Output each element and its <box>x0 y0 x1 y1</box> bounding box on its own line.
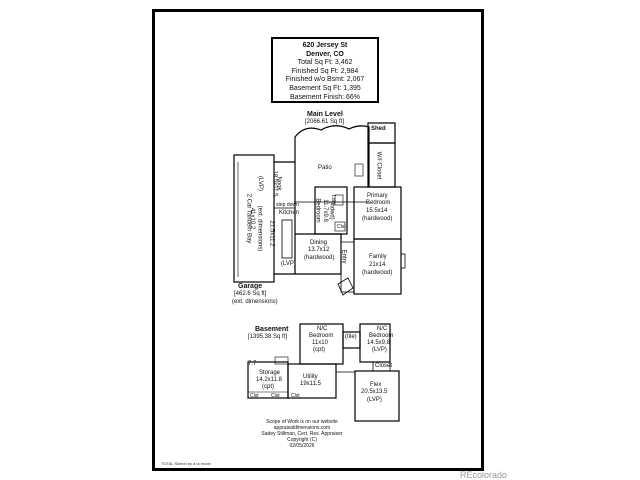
nc-bedroom-2-floor: (LVP) <box>372 347 387 353</box>
info-total: Total Sq Ft: 3,462 <box>297 59 353 67</box>
laundry-label: Ldry <box>329 195 336 205</box>
family-dimensions: 21x14 <box>369 262 386 268</box>
kitchen-island <box>281 219 293 259</box>
garage-note: (ext. dimensions) <box>232 299 278 305</box>
city-line: Denver, CO <box>306 50 344 58</box>
info-basement-finish: Basement Finish: 66% <box>289 93 361 101</box>
nc-bedroom-2-label: N/C <box>377 326 388 332</box>
flex-outline <box>354 370 400 422</box>
entry-label: Entry <box>340 249 347 264</box>
bedroom-closet-label: Clst <box>337 224 346 230</box>
info-finished: Finished Sq Ft: 2,984 <box>291 67 359 75</box>
family-label: Family <box>369 254 387 260</box>
floorplan-drawing <box>233 122 406 422</box>
dining-label: Dining <box>310 240 328 246</box>
garage-bay-dimensions: 41x10.2 <box>249 207 256 230</box>
family-floor: (hardwood) <box>362 270 393 276</box>
footer-line-3: Sadey Stillman, Cert. Res. Appraiser <box>261 431 343 437</box>
footer-line-2: appraisaldimensions.com <box>273 425 331 431</box>
info-basement: Basement Sq Ft: 1,395 <box>289 84 361 92</box>
primary-bedroom-sublabel: Bedroom <box>366 200 391 206</box>
address-line: 620 Jersey St <box>302 42 348 49</box>
basement-walls <box>247 323 400 422</box>
entry-porch <box>337 277 354 296</box>
utility-closet: Clst <box>291 393 300 399</box>
flex-floor: (LVP) <box>367 397 382 403</box>
dining-floor: (hardwood) <box>304 255 335 261</box>
basement-title: Basement <box>255 326 289 333</box>
flex-dimensions: 20.5x13.5 <box>361 389 388 395</box>
kitchen-dimensions: 21.5x11.2 <box>268 220 275 247</box>
nc-bedroom-2-sublabel: Bedroom <box>369 333 394 339</box>
primary-bedroom-dimensions: 15.5x14 <box>366 208 388 214</box>
main-level-walls <box>233 122 406 296</box>
garage-bay-note: (ext. dimensions) <box>256 205 263 252</box>
bedroom-label: Bedroom <box>314 198 321 223</box>
shed-label: Shed <box>371 126 386 132</box>
sketch-credit: TOTAL Sketch by a la mode <box>161 461 211 466</box>
appraiser-footer: Scope of Work is on our website appraisa… <box>237 419 367 449</box>
bath-floor: (tile) <box>345 334 357 340</box>
storage-floor: (cpt) <box>262 384 274 390</box>
patio-outline <box>294 125 370 187</box>
primary-bedroom-label: Primary <box>367 193 388 199</box>
kitchen-nook-outline <box>274 161 296 275</box>
ceiling-height-label: 7.7 <box>248 361 257 367</box>
nook-floor: (LVP) <box>256 176 263 191</box>
garage-title: Garage <box>238 283 263 290</box>
utility-dimensions: 19x11.5 <box>300 381 321 387</box>
utility-label: Utility <box>303 374 318 380</box>
storage-dimensions: 14.2x11.8 <box>256 377 282 383</box>
nc-bedroom-1-label: N/C <box>317 326 328 332</box>
floorplan-sheet: 620 Jersey St Denver, CO Total Sq Ft: 3,… <box>152 9 484 471</box>
property-info-box: 620 Jersey St Denver, CO Total Sq Ft: 3,… <box>271 37 379 103</box>
garage-area: [462.6 Sq ft] <box>234 291 267 297</box>
main-level-area: [2066.61 Sq ft] <box>305 119 345 125</box>
footer-line-5: 02/05/2026 <box>289 443 315 449</box>
storage-closet-1: Clst <box>250 393 259 399</box>
nook-dimensions: 18.5x11.5 <box>271 170 278 197</box>
garage-outline <box>233 154 275 283</box>
nc-bedroom-1-floor: (cpt) <box>313 347 325 353</box>
kitchen-label: Kitchen <box>279 210 300 216</box>
primary-bedroom-floor: (hardwood) <box>362 216 393 222</box>
utility-outline <box>287 363 337 399</box>
nc-bedroom-1-dimensions: 11x10 <box>312 340 328 346</box>
info-finished-wo-bsmt: Finished w/o Bsmt: 2,067 <box>285 76 365 84</box>
step-down-note: step down <box>276 202 299 208</box>
flex-label: Flex <box>370 382 382 388</box>
watermark: REcolorado <box>460 470 508 480</box>
footer-line-4: Copyright (C) <box>287 437 317 443</box>
nc-bedroom-1-sublabel: Bedroom <box>309 333 334 339</box>
main-level-title: Main Level <box>307 111 343 118</box>
footer-line-1: Scope of Work is on our website <box>266 419 338 425</box>
basement-area: [1395.38 Sq ft] <box>248 334 288 340</box>
dining-dimensions: 13.7x12 <box>308 247 330 253</box>
wi-closet-label: W/I Closet <box>375 151 382 180</box>
nc-bedroom-2-dimensions: 14.5x9.8 <box>367 340 391 346</box>
wi-closet-outline <box>367 142 396 188</box>
patio-label: Patio <box>318 165 332 171</box>
kitchen-floor: (LVP) <box>281 261 296 267</box>
storage-closet-2: Clst <box>271 393 280 399</box>
storage-label: Storage <box>259 370 281 376</box>
basement-closet-label: Closet <box>375 363 393 369</box>
